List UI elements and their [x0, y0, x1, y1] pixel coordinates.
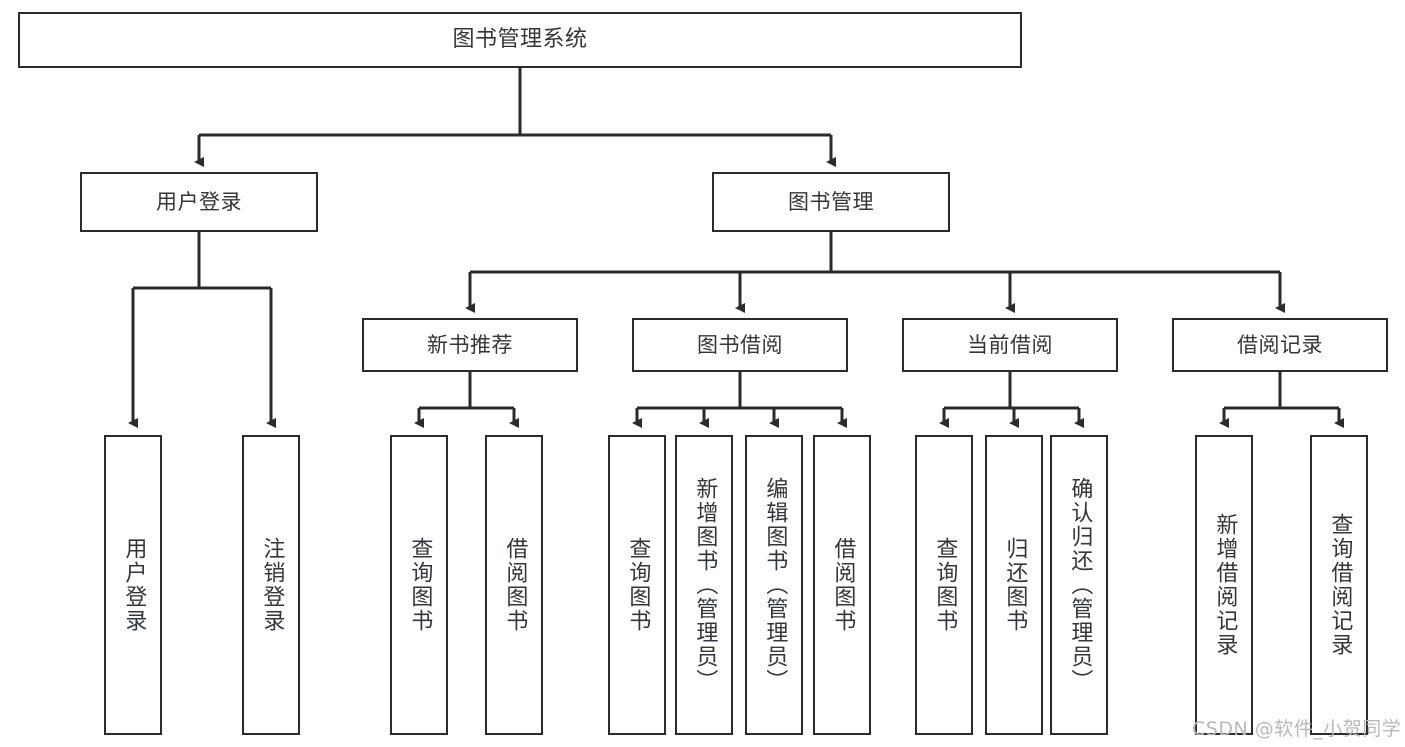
watermark-text: CSDN @软件_小贺同学 [1192, 718, 1402, 740]
node-current-borrow[interactable]: 当前借阅 [902, 318, 1118, 372]
node-label: 归还图书 [1002, 537, 1028, 633]
node-label: 图书管理 [788, 189, 874, 214]
node-label: 查询图书 [407, 537, 433, 633]
node-label: 新增图书（管理员） [692, 477, 718, 693]
node-label: 用户登录 [121, 537, 147, 633]
node-label: 图书借阅 [697, 332, 783, 357]
leaf-user-login-logout[interactable]: 注销登录 [242, 435, 300, 735]
node-label: 借阅图书 [502, 537, 528, 633]
leaf-book-borrow-add-book[interactable]: 新增图书（管理员） [675, 435, 733, 735]
node-label: 新书推荐 [427, 332, 513, 357]
node-label: 查询图书 [625, 537, 651, 633]
leaf-current-borrow-query-book[interactable]: 查询图书 [915, 435, 973, 735]
leaf-borrow-records-add-record[interactable]: 新增借阅记录 [1195, 435, 1253, 735]
node-label: 当前借阅 [967, 332, 1053, 357]
node-book-management[interactable]: 图书管理 [712, 172, 950, 232]
leaf-borrow-records-query-record[interactable]: 查询借阅记录 [1310, 435, 1368, 735]
leaf-user-login-login[interactable]: 用户登录 [104, 435, 162, 735]
leaf-book-borrow-query-book[interactable]: 查询图书 [608, 435, 666, 735]
leaf-book-borrow-edit-book[interactable]: 编辑图书（管理员） [745, 435, 803, 735]
leaf-current-borrow-return-book[interactable]: 归还图书 [985, 435, 1043, 735]
node-label: 查询借阅记录 [1327, 513, 1353, 657]
node-label: 图书管理系统 [452, 27, 588, 53]
leaf-book-borrow-borrow-book[interactable]: 借阅图书 [813, 435, 871, 735]
node-new-book-recommend[interactable]: 新书推荐 [362, 318, 578, 372]
node-root-system[interactable]: 图书管理系统 [18, 12, 1022, 68]
node-label: 借阅图书 [830, 537, 856, 633]
node-book-borrow[interactable]: 图书借阅 [632, 318, 848, 372]
node-borrow-records[interactable]: 借阅记录 [1172, 318, 1388, 372]
node-label: 注销登录 [259, 537, 285, 633]
node-label: 编辑图书（管理员） [762, 477, 788, 693]
leaf-new-books-query-book[interactable]: 查询图书 [390, 435, 448, 735]
node-label: 查询图书 [932, 537, 958, 633]
node-label: 确认归还（管理员） [1067, 477, 1093, 693]
node-user-login[interactable]: 用户登录 [80, 172, 318, 232]
leaf-new-books-borrow-book[interactable]: 借阅图书 [485, 435, 543, 735]
leaf-current-borrow-confirm-return[interactable]: 确认归还（管理员） [1050, 435, 1108, 735]
node-label: 借阅记录 [1237, 332, 1323, 357]
node-label: 新增借阅记录 [1212, 513, 1238, 657]
node-label: 用户登录 [156, 189, 242, 214]
